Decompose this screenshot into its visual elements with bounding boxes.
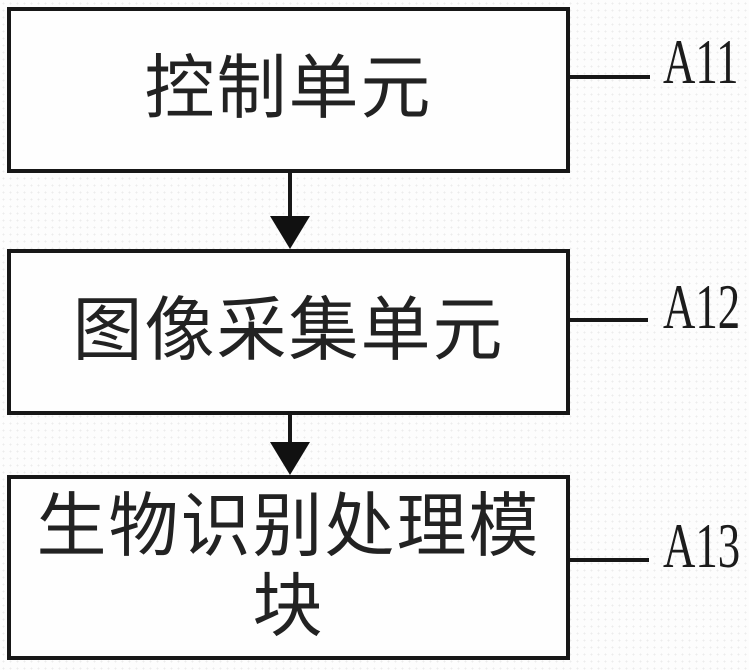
arrow-shaft-1 xyxy=(288,173,292,219)
block-control-unit: 控制单元 xyxy=(7,7,570,173)
arrow-down-icon xyxy=(270,442,310,475)
ref-label-a13: A13 xyxy=(663,510,741,581)
leader-line-a13 xyxy=(570,558,649,562)
leader-line-a12 xyxy=(568,318,648,322)
block-label-control-unit: 控制单元 xyxy=(144,51,433,128)
arrow-down-icon xyxy=(270,216,310,249)
block-label-biometric-processing-module: 生物识别处理模块 xyxy=(36,488,541,646)
block-biometric-processing-module: 生物识别处理模块 xyxy=(7,475,570,660)
leader-line-a11 xyxy=(570,75,650,79)
arrow-shaft-2 xyxy=(288,415,292,445)
block-image-acquisition-unit: 图像采集单元 xyxy=(7,249,570,415)
ref-label-a12: A12 xyxy=(663,271,741,342)
ref-label-a11: A11 xyxy=(663,26,739,97)
block-label-image-acquisition-unit: 图像采集单元 xyxy=(72,293,505,370)
